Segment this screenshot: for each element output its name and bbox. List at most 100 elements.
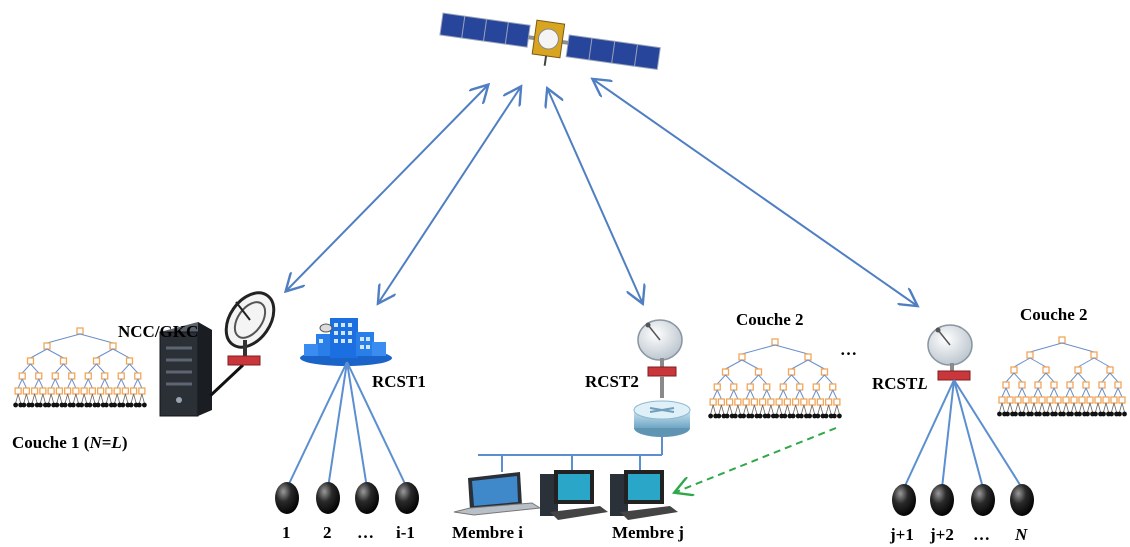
tree-link — [105, 393, 110, 404]
tree-link — [1037, 372, 1047, 383]
tree-node — [30, 387, 39, 395]
tree-node — [816, 398, 825, 406]
tree-link — [1105, 402, 1109, 413]
tree-node — [742, 398, 750, 406]
tree-link — [1065, 387, 1071, 398]
tree-link — [39, 393, 44, 404]
tree-node — [1002, 381, 1010, 389]
key-tree-icon — [708, 338, 842, 419]
tree-link — [54, 363, 64, 374]
tree-node — [1102, 396, 1110, 404]
tree-leaf — [87, 402, 93, 408]
tree-link — [100, 378, 106, 389]
tree-leaf — [1069, 411, 1074, 417]
link-arrow-rcst1 — [379, 88, 520, 302]
tree-node — [14, 387, 22, 395]
layer1-close: ) — [121, 433, 128, 452]
tree-link — [800, 404, 805, 415]
tree-link — [30, 348, 48, 359]
tree-leaf — [62, 402, 68, 408]
tree-link — [38, 378, 44, 389]
tree-node — [55, 387, 64, 395]
tree-link — [120, 378, 126, 389]
tree-link — [21, 378, 27, 389]
tree-leaf — [37, 402, 43, 408]
tree-link — [71, 378, 77, 389]
tree-link — [819, 404, 824, 415]
tree-leaf — [836, 413, 842, 419]
tree-link — [122, 393, 126, 404]
tree-node — [1078, 396, 1086, 404]
tree-leaf — [724, 413, 730, 419]
tree-node — [779, 383, 787, 391]
rcstl-text: RCST — [872, 374, 918, 393]
tree-leaf — [815, 413, 821, 419]
tree-link — [734, 404, 739, 415]
tree-node — [35, 372, 43, 380]
tree-link — [1009, 402, 1013, 413]
tree-leaf — [21, 402, 27, 408]
tree-link — [811, 389, 817, 400]
tree-link — [778, 404, 783, 415]
tree-link — [1065, 402, 1069, 413]
tree-leaf — [136, 402, 142, 408]
tree-node — [134, 372, 142, 380]
rcst1-label: RCST1 — [372, 372, 426, 391]
tree-link — [741, 344, 776, 355]
tree-node — [829, 383, 837, 391]
tree-leaf — [46, 402, 52, 408]
tree-link — [836, 404, 840, 415]
tree-link — [1023, 402, 1027, 413]
desktop-computer-icon — [540, 470, 608, 520]
tree-link — [795, 404, 799, 415]
tree-node — [775, 398, 783, 406]
tree-link — [1047, 402, 1051, 413]
tree-node — [1006, 396, 1014, 404]
layer2-label: Couche 2 — [1020, 305, 1088, 324]
tree-link — [34, 393, 38, 404]
tree-leaf — [1045, 411, 1050, 417]
tree-link — [1111, 402, 1115, 413]
tree-node — [109, 342, 117, 350]
tree-link — [141, 393, 145, 404]
tree-link — [64, 393, 69, 404]
tree-node — [18, 372, 26, 380]
tree-node — [1010, 366, 1018, 374]
lan-lines — [478, 436, 663, 472]
link-arrow-rcstl — [594, 80, 916, 305]
tree-link — [23, 393, 27, 404]
link-arrow-rcst2 — [548, 90, 642, 302]
tree-node — [88, 387, 97, 395]
tree-link — [737, 404, 741, 415]
tree-node — [121, 387, 130, 395]
layer2-label: Couche 2 — [736, 310, 804, 329]
tree-link — [762, 389, 768, 400]
satellite-icon — [439, 12, 661, 71]
tree-link — [751, 404, 755, 415]
tree-leaf — [1037, 411, 1042, 417]
tree-leaf — [1101, 411, 1106, 417]
tree-link — [1033, 402, 1037, 413]
tree-link — [733, 389, 739, 400]
tree-leaf — [757, 413, 763, 419]
tree-leaf — [1013, 411, 1018, 417]
rcstl-l: L — [917, 374, 928, 393]
tree-node — [1038, 396, 1046, 404]
tree-link — [749, 374, 759, 385]
tree-link — [766, 389, 772, 400]
tree-node — [105, 387, 113, 395]
tree-node — [1046, 396, 1054, 404]
interface-red-bar — [227, 355, 261, 366]
tree-node — [754, 368, 763, 376]
tree-node — [833, 398, 841, 406]
tree-link — [1049, 402, 1053, 413]
tree-link — [129, 363, 139, 374]
rcst2-label: RCST2 — [585, 372, 639, 391]
tree-link — [15, 393, 19, 404]
tree-link — [809, 404, 813, 415]
tree-node — [734, 398, 742, 406]
dashed-arrow-member-j — [676, 427, 837, 492]
tree-link — [1113, 402, 1117, 413]
tree-link — [791, 359, 809, 370]
